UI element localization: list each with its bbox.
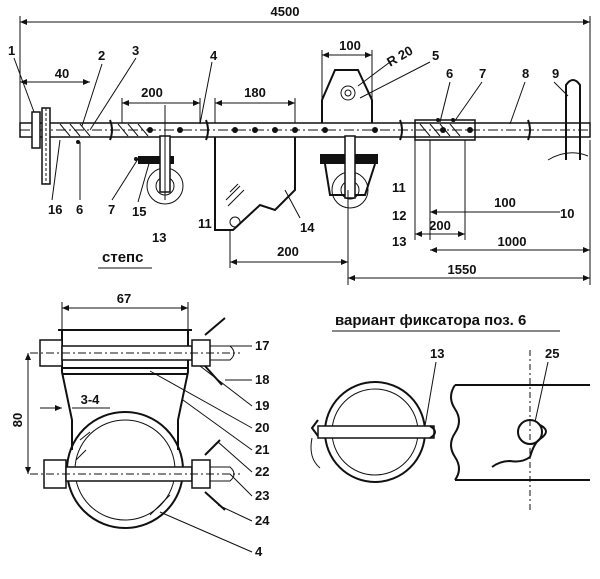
step-bracket: [214, 137, 296, 231]
position-number-11: 11: [392, 180, 406, 195]
position-number-16: 16: [48, 202, 62, 217]
position-number-6: 6: [446, 66, 453, 81]
position-number-9: 9: [552, 66, 559, 81]
position-number-19: 19: [255, 398, 269, 413]
dim-1550: 1550: [448, 262, 477, 277]
position-number-7: 7: [479, 66, 486, 81]
dim-40: 40: [55, 66, 69, 81]
dim-1000: 1000: [498, 234, 527, 249]
position-number-23: 23: [255, 488, 269, 503]
dim-radius: R 20: [384, 43, 415, 70]
position-number-8: 8: [522, 66, 529, 81]
dim-67: 67: [117, 291, 131, 306]
dim-200-mid: 200: [277, 244, 299, 259]
dim-200-right: 200: [429, 218, 451, 233]
position-number-18: 18: [255, 372, 269, 387]
position-number-12: 12: [392, 208, 406, 223]
dim-80: 80: [10, 413, 25, 427]
position-number-14: 14: [300, 220, 315, 235]
position-number-13: 13: [152, 230, 166, 245]
dim-100-top: 100: [339, 38, 361, 53]
upper-bracket: [321, 69, 373, 123]
position-number-13: 13: [430, 346, 444, 361]
position-number-10: 10: [560, 206, 574, 221]
position-number-3: 3: [132, 43, 139, 58]
dim-3-4: 3-4: [81, 392, 101, 407]
position-number-20: 20: [255, 420, 269, 435]
position-number-4: 4: [210, 48, 218, 63]
label-variant: вариант фиксатора поз. 6: [335, 312, 526, 329]
label-steps: степс: [102, 249, 143, 266]
position-number-15: 15: [132, 204, 146, 219]
dim-180: 180: [244, 85, 266, 100]
position-number-21: 21: [255, 442, 269, 457]
position-number-24: 24: [255, 513, 270, 528]
position-number-5: 5: [432, 48, 439, 63]
position-number-22: 22: [255, 464, 269, 479]
position-number-17: 17: [255, 338, 269, 353]
dim-total: 4500: [271, 4, 300, 19]
dim-200-left: 200: [141, 85, 163, 100]
position-number-4: 4: [255, 544, 263, 559]
position-number-7: 7: [108, 202, 115, 217]
position-number-6: 6: [76, 202, 83, 217]
position-number-13: 13: [392, 234, 406, 249]
position-number-1: 1: [8, 43, 15, 58]
position-number-11: 11: [198, 216, 212, 231]
position-number-25: 25: [545, 346, 559, 361]
dim-100-right: 100: [494, 195, 516, 210]
position-number-2: 2: [98, 48, 105, 63]
